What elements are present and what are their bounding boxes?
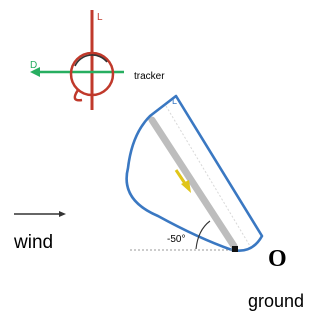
tracker-vertical-axis-letter: L	[97, 12, 103, 23]
wind-label: wind	[13, 232, 53, 253]
tether-line	[148, 116, 238, 250]
tracker-rotation-curl	[73, 89, 83, 102]
tracker-horizontal-arrowhead	[30, 67, 40, 77]
angle-label: -50°	[167, 234, 185, 245]
tracker-symbol: L D tracker	[30, 10, 165, 110]
origin-label: O	[268, 246, 287, 272]
kite-tip-letter: L	[172, 96, 177, 106]
tracker-body-arc	[74, 54, 108, 67]
tracker-label: tracker	[134, 71, 165, 82]
tether-guide-line	[165, 105, 251, 247]
tracker-horizontal-axis-letter: D	[30, 60, 37, 71]
wind-arrowhead	[59, 211, 66, 217]
kite-direction-arrow	[174, 169, 191, 193]
origin-point-group: O ground	[232, 246, 304, 311]
origin-point-marker	[232, 246, 238, 252]
kite-assembly: L -50°	[125, 94, 264, 252]
wind-indicator: wind	[13, 211, 66, 253]
kite-outline	[125, 94, 264, 252]
angle-arc	[195, 220, 211, 250]
tracker-rotation-ring	[69, 51, 115, 97]
ground-label: ground	[248, 291, 304, 311]
